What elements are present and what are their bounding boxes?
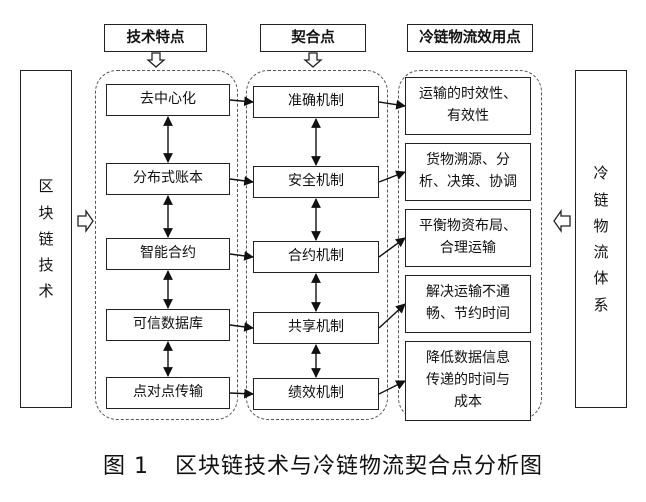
utility-traceability: 货物溯源、分 析、决策、协调 [405, 143, 531, 201]
cold-chain-system-label: 冷 链 物 流 体 系 [575, 70, 627, 408]
tech-group-container [95, 70, 238, 420]
header-down-arrow-tech [146, 52, 166, 68]
mechanism-to-utility-arrow-2 [378, 170, 406, 183]
figure-title: 区块链技术与冷链物流契合点分析图 [174, 454, 543, 479]
tech-to-mechanism-arrow-3 [229, 251, 254, 261]
tech-to-mechanism-arrow-4 [229, 322, 254, 332]
mechanism-performance: 绩效机制 [253, 378, 379, 410]
tech-trusted-database: 可信数据库 [106, 309, 230, 341]
header-down-arrow-fit [303, 52, 323, 68]
mechanism-accuracy: 准确机制 [253, 86, 379, 118]
mechanism-to-utility-arrow-4 [378, 303, 406, 329]
utility-resource-balance: 平衡物资布局、 合理运输 [405, 209, 531, 267]
utility-cost-reduction: 降低数据信息 传递的时间与 成本 [405, 341, 531, 421]
utility-smooth-transport: 解决运输不通 畅、节约时间 [405, 275, 531, 333]
tech-to-mechanism-arrow-2 [229, 176, 254, 186]
tech-distributed-ledger: 分布式账本 [106, 163, 230, 195]
mechanism-to-utility-arrow-3 [378, 237, 406, 258]
mechanism-security: 安全机制 [253, 166, 379, 198]
left-input-arrow [77, 208, 94, 234]
tech-decentralization: 去中心化 [106, 84, 230, 116]
figure-caption: 图 1 区块链技术与冷链物流契合点分析图 [0, 448, 646, 480]
mechanism-group-container [246, 70, 388, 420]
tech-to-mechanism-arrow-1 [229, 96, 254, 107]
mechanism-sharing: 共享机制 [253, 312, 379, 344]
header-fit-points: 契合点 [260, 24, 366, 52]
mechanism-contract: 合约机制 [253, 241, 379, 273]
tech-to-mechanism-arrow-5 [229, 388, 254, 399]
mechanism-to-utility-arrow-1 [378, 99, 406, 110]
tech-smart-contract: 智能合约 [106, 238, 230, 270]
right-input-arrow [553, 208, 571, 234]
header-tech-features: 技术特点 [104, 24, 207, 52]
header-cold-chain-utility: 冷链物流效用点 [407, 24, 533, 52]
mechanism-to-utility-arrow-5 [378, 380, 406, 395]
tech-p2p-transfer: 点对点传输 [106, 377, 230, 409]
blockchain-tech-label: 区 块 链 技 术 [20, 70, 72, 408]
utility-timeliness: 运输的时效性、 有效性 [405, 77, 531, 135]
figure-number: 图 1 [102, 454, 149, 479]
